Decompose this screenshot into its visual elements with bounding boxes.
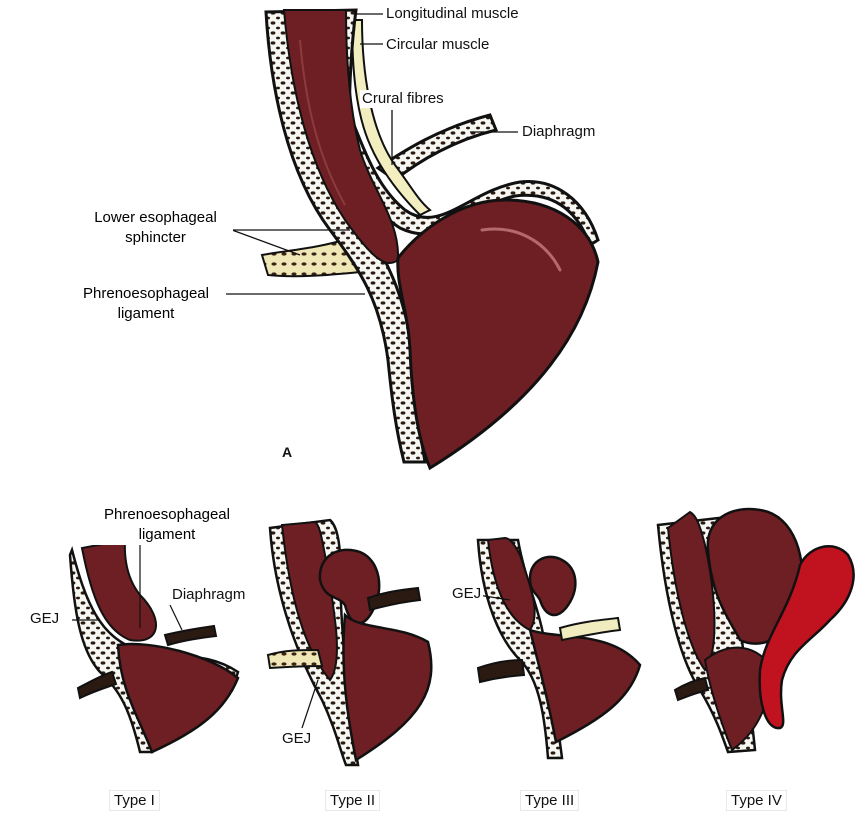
- type3-fundus: [528, 555, 577, 617]
- label-type1-diaphragm: Diaphragm: [170, 586, 248, 604]
- label-circular-muscle: Circular muscle: [384, 36, 492, 54]
- label-pel-main: Phrenoesophageal ligament: [66, 284, 226, 324]
- type3-stomach: [528, 628, 642, 744]
- type4-stomach-lower: [703, 646, 774, 752]
- main-esophagus-diagram: [260, 8, 600, 471]
- label-type1-gej: GEJ: [28, 610, 62, 628]
- label-les-line1: Lower esophageal: [94, 209, 217, 226]
- type2-fundus: [318, 548, 381, 625]
- label-type1-pel-line2: ligament: [138, 526, 196, 543]
- stomach: [396, 198, 600, 471]
- type2-diaphragm: [366, 586, 422, 612]
- type-1-diagram: [68, 538, 240, 754]
- diaphragm-band: [375, 113, 499, 182]
- type4-esophagus: [666, 510, 716, 672]
- label-pel-main-line1: Phrenoesophageal: [83, 285, 209, 302]
- type2-stomach: [342, 612, 433, 763]
- type-2-title: Type II: [325, 790, 381, 811]
- label-crural-fibres: Crural fibres: [360, 90, 446, 108]
- esophagus-highlight: [299, 39, 346, 206]
- type3-diaphragm: [558, 616, 622, 642]
- type-1-title: Type I: [109, 790, 160, 811]
- type1-diaphragm: [163, 624, 218, 647]
- type1-left-lig: [76, 670, 118, 700]
- type-3-title: Type III: [520, 790, 580, 811]
- label-type1-pel-line1: Phrenoesophageal: [104, 506, 230, 523]
- label-longitudinal-muscle: Longitudinal muscle: [384, 5, 521, 23]
- type-2-diagram: [266, 518, 433, 767]
- type-3-diagram: [476, 536, 642, 760]
- label-pel-main-line2: ligament: [117, 305, 175, 322]
- label-les-line2: sphincter: [125, 229, 186, 246]
- label-type1-pel: Phrenoesophageal ligament: [92, 505, 242, 545]
- panel-letter-a: A: [282, 444, 293, 460]
- type1-stomach: [116, 642, 240, 754]
- type2-left-lig: [266, 648, 324, 670]
- label-les: Lower esophageal sphincter: [78, 208, 233, 248]
- type-4-title: Type IV: [726, 790, 787, 811]
- type4-left-lig: [673, 676, 710, 702]
- main-leader-lines: [223, 13, 518, 295]
- type-4-diagram: [656, 507, 855, 754]
- type1-esophagus: [80, 538, 157, 642]
- label-type3-gej: GEJ: [450, 585, 484, 603]
- type3-left-lig: [476, 658, 526, 684]
- herniated-organ: [758, 545, 855, 730]
- type3-esophagus: [486, 536, 536, 632]
- label-diaphragm-main: Diaphragm: [520, 123, 598, 141]
- stomach-highlight: [480, 227, 562, 272]
- type3-wall: [476, 538, 564, 760]
- label-type2-gej: GEJ: [280, 730, 314, 748]
